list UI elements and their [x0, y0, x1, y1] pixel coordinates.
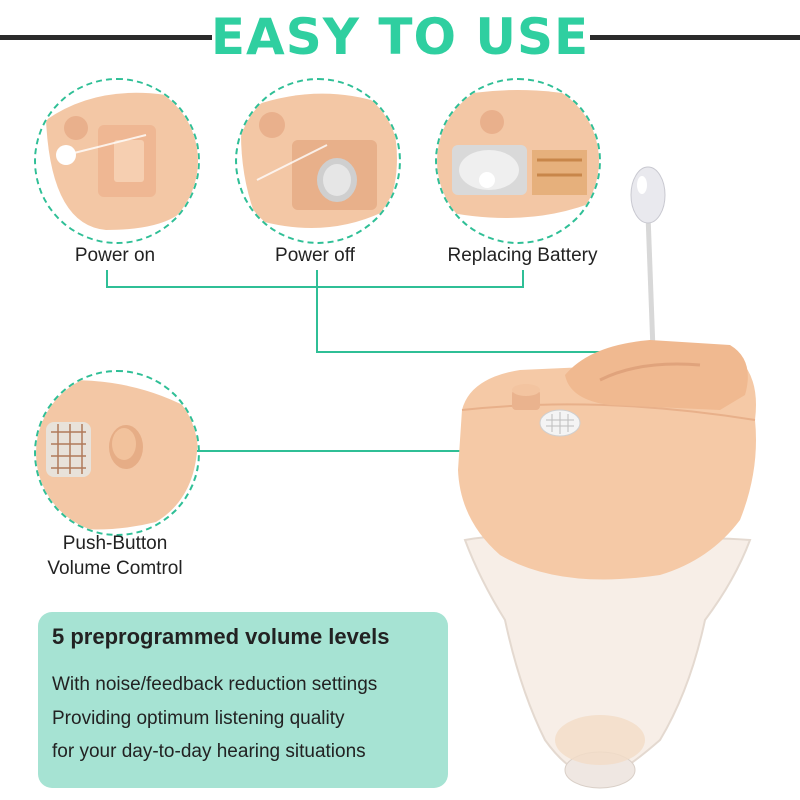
power-off-image — [235, 78, 401, 244]
panel-line-1: With noise/feedback reduction settings — [52, 674, 378, 695]
volume-label-line1: Push-Button — [62, 533, 168, 554]
power-on-image — [34, 78, 200, 244]
volume-label-line2: Volume Comtrol — [47, 558, 183, 579]
replacing-battery-image — [435, 78, 601, 244]
page-title: EASY TO USE — [210, 8, 590, 66]
info-panel: 5 preprogrammed volume levels With noise… — [38, 612, 448, 788]
panel-line-2: Providing optimum listening quality — [52, 708, 345, 729]
title-rule-left — [0, 35, 212, 40]
panel-line-3: for your day-to-day hearing situations — [52, 741, 366, 762]
power-off-label: Power off — [275, 245, 355, 266]
panel-headline: 5 preprogrammed volume levels — [52, 624, 390, 649]
push-button-image — [34, 370, 200, 536]
title-rule-right — [590, 35, 800, 40]
power-on-label: Power on — [74, 245, 156, 266]
replacing-battery-label: Replacing Battery — [447, 245, 598, 266]
